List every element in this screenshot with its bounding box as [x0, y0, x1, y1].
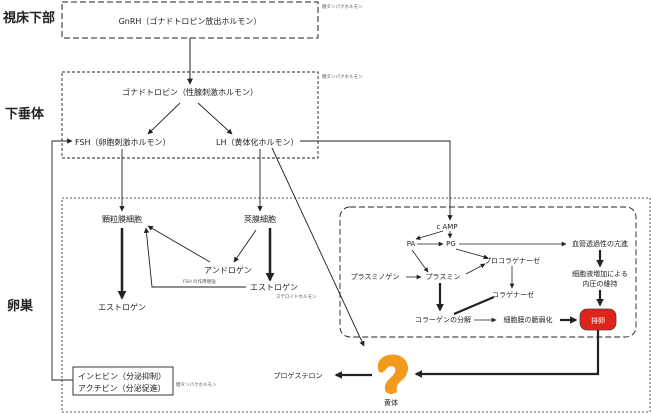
arrow-collagenase-to-collagen	[453, 295, 495, 316]
arrow-androgen-to-granulosa	[147, 225, 211, 263]
glycoprotein-note-2: 糖タンパクホルモン	[322, 73, 363, 80]
fsh-action-note: FSH の作用増強	[183, 278, 216, 285]
estrogen-granulosa-label: エストロゲン	[98, 302, 146, 312]
vascular-permeability-label: 血管透過性の亢進	[572, 239, 628, 248]
pa-label: PA	[407, 240, 416, 248]
ovary-box	[61, 197, 651, 413]
inhibin-label: インヒビン（分泌抑制）	[78, 371, 166, 381]
glycoprotein-note-3: 糖タンパクホルモン	[176, 381, 217, 388]
fsh-label: FSH（卵胞刺激ホルモン）	[75, 137, 171, 147]
pg-label: PG	[446, 240, 456, 248]
region-label-ovary: 卵巣	[7, 298, 34, 314]
gnrh-label: GnRH（ゴナドトロピン放出ホルモン）	[119, 16, 262, 26]
arrow-gonadotropin-to-lh	[197, 102, 233, 135]
procollagenase-label: プロコラゲナーゼ	[484, 256, 540, 265]
arrow-theca-to-androgen	[233, 229, 257, 263]
corpus-luteum-label: 黄体	[384, 398, 398, 407]
camp-label: c AMP	[436, 223, 457, 231]
glycoprotein-note-1: 糖タンパクホルモン	[322, 3, 363, 10]
granulosa-cell-label: 顆粒膜細胞	[102, 214, 142, 224]
corpus-luteum-icon	[377, 354, 408, 394]
lh-label: LH（黄体化ホルモン）	[216, 137, 298, 147]
arrow-gonadotropin-to-fsh	[147, 102, 181, 135]
steroid-note: ステロイドホルモン	[276, 294, 317, 300]
arrow-pa-to-plasmin	[411, 249, 429, 273]
arrow-camp-to-pa	[415, 230, 444, 241]
theca-cell-label: 莢膜細胞	[244, 214, 276, 224]
inhibin-activin-box	[72, 366, 174, 396]
arrow-plasmin-to-procollagenase	[465, 263, 486, 275]
region-label-pituitary: 下垂体	[5, 106, 45, 122]
plasminogen-label: プラスミノゲン	[351, 272, 400, 281]
estrogen-theca-label: エストロゲン	[250, 282, 298, 292]
cell-membrane-label: 細胞膜の脆弱化	[504, 315, 553, 324]
gonadotropin-label: ゴナドトロピン（性腺刺激ホルモン）	[122, 87, 258, 97]
progesterone-label: プロゲステロン	[274, 371, 323, 380]
collagen-breakdown-label: コラーゲンの分解	[415, 315, 471, 324]
activin-label: アクチビン（分泌促進）	[78, 383, 166, 393]
region-label-hypothalamus: 視床下部	[2, 10, 55, 26]
ovulation-label: 排卵	[591, 316, 605, 325]
arrow-ovulation-to-corpus-luteum	[414, 330, 600, 378]
plasmin-label: プラスミン	[426, 273, 461, 281]
arrow-estrogen-to-granulosa	[143, 227, 246, 288]
ovulation-mechanism-box	[339, 206, 637, 338]
fluid-increase-label-line2: 内圧の維持	[583, 279, 618, 288]
collagenase-label: コラゲナーゼ	[492, 290, 534, 299]
arrow-inhibin-feedback-to-fsh	[51, 138, 73, 381]
arrow-lh-to-camp	[300, 140, 453, 221]
arrow-pg-to-procollagenase	[455, 248, 489, 260]
androgen-label: アンドロゲン	[204, 265, 252, 275]
arrow-lh-to-corpus-luteum	[271, 147, 365, 347]
fluid-increase-label-line1: 細胞液増加による	[572, 269, 628, 278]
